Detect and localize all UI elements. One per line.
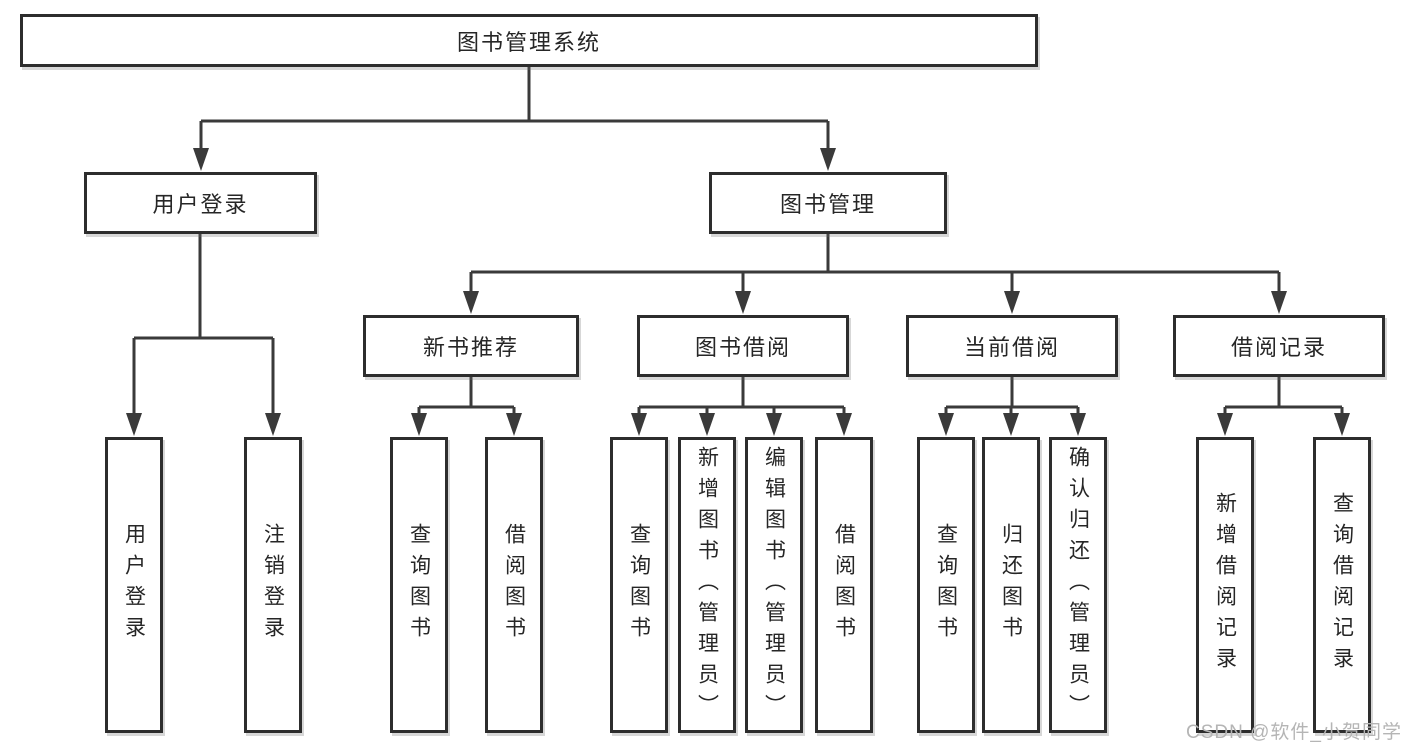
node-leaf-user-login: 用户登录: [105, 437, 163, 733]
node-current-borrow: 当前借阅: [906, 315, 1118, 377]
node-user-login-label: 用户登录: [152, 192, 249, 217]
node-leaf-query-book-borrow-label: 查询图书: [627, 523, 651, 647]
node-root: 图书管理系统: [20, 14, 1038, 67]
node-book-borrow-label: 图书借阅: [694, 335, 791, 360]
node-user-login: 用户登录: [84, 172, 317, 234]
node-leaf-query-book-recommend: 查询图书: [390, 437, 448, 733]
node-leaf-query-book-recommend-label: 查询图书: [407, 523, 431, 647]
node-new-book-recommend: 新书推荐: [363, 315, 579, 377]
node-leaf-return-book: 归还图书: [982, 437, 1040, 733]
node-book-management: 图书管理: [709, 172, 947, 234]
node-leaf-query-borrow-record-label: 查询借阅记录: [1330, 492, 1354, 678]
node-leaf-confirm-return-admin-label: 确认归还（管理员）: [1066, 445, 1090, 725]
node-leaf-confirm-return-admin: 确认归还（管理员）: [1049, 437, 1107, 733]
node-new-book-recommend-label: 新书推荐: [422, 335, 519, 360]
node-leaf-add-borrow-record: 新增借阅记录: [1196, 437, 1254, 733]
node-borrow-records-label: 借阅记录: [1230, 335, 1327, 360]
node-leaf-borrow-book: 借阅图书: [815, 437, 873, 733]
node-leaf-query-borrow-record: 查询借阅记录: [1313, 437, 1371, 733]
node-book-borrow: 图书借阅: [637, 315, 849, 377]
node-root-label: 图书管理系统: [456, 29, 601, 55]
node-leaf-add-borrow-record-label: 新增借阅记录: [1213, 492, 1237, 678]
node-leaf-borrow-book-recommend: 借阅图书: [485, 437, 543, 733]
node-leaf-borrow-book-recommend-label: 借阅图书: [502, 523, 526, 647]
node-leaf-query-book-current-label: 查询图书: [934, 523, 958, 647]
node-leaf-logout: 注销登录: [244, 437, 302, 733]
node-leaf-logout-label: 注销登录: [261, 523, 285, 647]
node-current-borrow-label: 当前借阅: [963, 335, 1060, 360]
node-leaf-return-book-label: 归还图书: [999, 523, 1023, 647]
node-leaf-query-book-borrow: 查询图书: [610, 437, 668, 733]
node-leaf-edit-book-admin-label: 编辑图书（管理员）: [762, 445, 786, 725]
node-leaf-user-login-label: 用户登录: [122, 523, 146, 647]
watermark: CSDN @软件_小贺同学: [1186, 722, 1402, 743]
node-leaf-add-book-admin: 新增图书（管理员）: [678, 437, 736, 733]
node-borrow-records: 借阅记录: [1173, 315, 1385, 377]
node-leaf-add-book-admin-label: 新增图书（管理员）: [695, 445, 719, 725]
node-leaf-edit-book-admin: 编辑图书（管理员）: [745, 437, 803, 733]
node-leaf-borrow-book-label: 借阅图书: [832, 523, 856, 647]
node-leaf-query-book-current: 查询图书: [917, 437, 975, 733]
node-book-management-label: 图书管理: [779, 192, 876, 217]
